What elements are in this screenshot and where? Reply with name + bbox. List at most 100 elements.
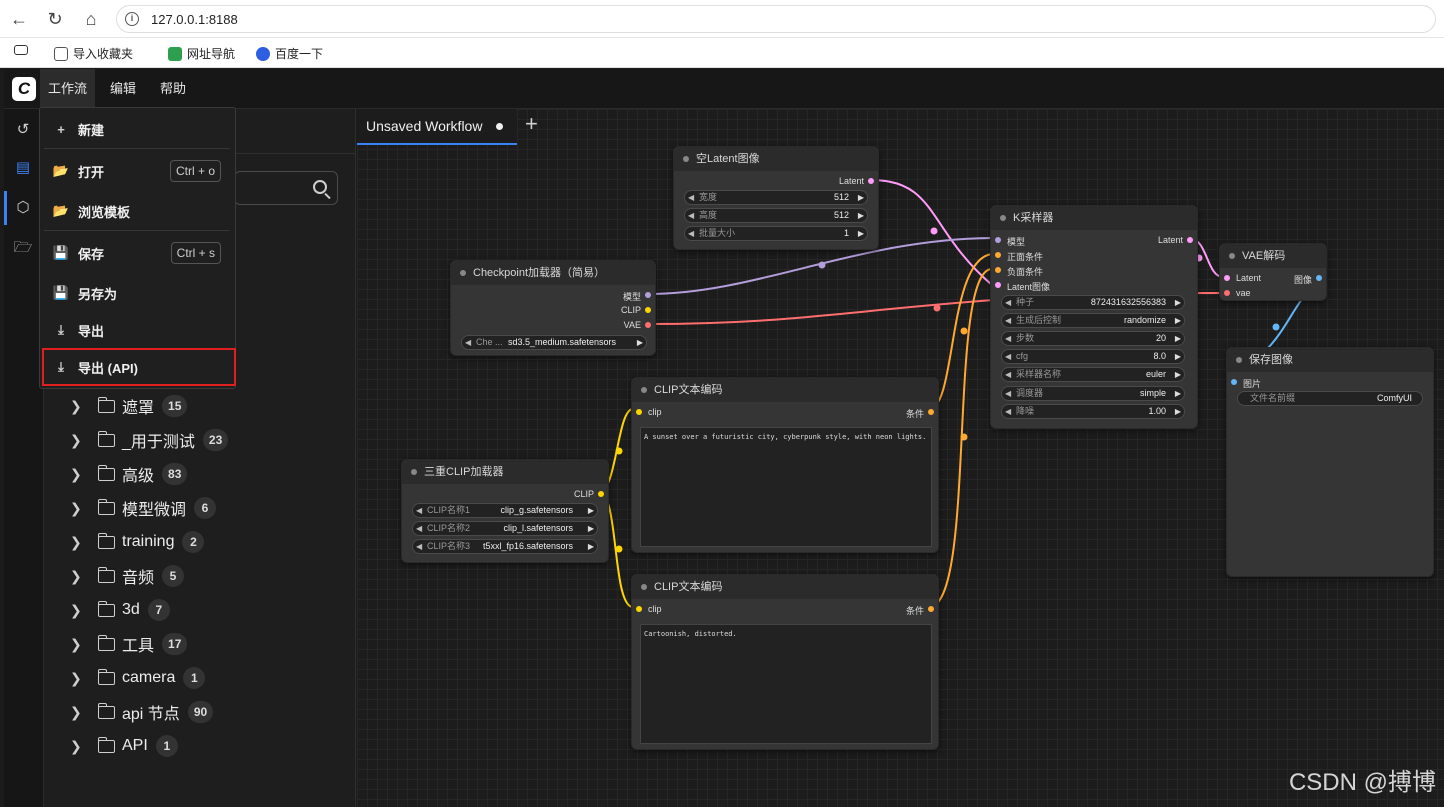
node-clip-text-encode-positive[interactable]: CLIP文本编码 clip 条件 A sunset over a futuris… <box>631 377 939 553</box>
count-badge: 83 <box>162 463 188 485</box>
node-title: K采样器 <box>991 206 1197 230</box>
chevron-right-icon[interactable]: ❯ <box>70 601 82 618</box>
bookmark-import[interactable]: 导入收藏夹 <box>54 45 133 62</box>
address-bar[interactable]: i 127.0.0.1:8188 <box>116 5 1436 33</box>
info-icon[interactable]: i <box>125 12 139 26</box>
chevron-right-icon[interactable]: ❯ <box>70 397 82 414</box>
input-clip-dot[interactable] <box>636 606 642 612</box>
search-input[interactable] <box>234 171 338 205</box>
model-library-icon[interactable]: ⬡ <box>16 199 30 216</box>
node-clip-text-encode-negative[interactable]: CLIP文本编码 clip 条件 Cartoonish, distorted. <box>631 574 939 750</box>
output-latent-dot[interactable] <box>868 178 874 184</box>
menu-save-as[interactable]: 💾另存为 <box>52 285 118 302</box>
menu-workflow[interactable]: 工作流 <box>40 69 96 109</box>
input-latent-dot[interactable] <box>995 282 1001 288</box>
chevron-right-icon[interactable]: ❯ <box>70 635 82 652</box>
prompt-textarea[interactable]: A sunset over a futuristic city, cyberpu… <box>640 427 932 547</box>
search-icon[interactable] <box>313 180 327 194</box>
menu-help[interactable]: 帮助 <box>160 81 187 96</box>
input-negative-dot[interactable] <box>995 267 1001 273</box>
chevron-right-icon[interactable]: ❯ <box>70 567 82 584</box>
download-icon: ⤓ <box>58 359 64 374</box>
node-vae-decode[interactable]: VAE解码 Latent vae 图像 <box>1219 243 1327 301</box>
back-icon[interactable]: ← <box>10 9 28 29</box>
history-icon[interactable]: ↺ <box>16 121 30 138</box>
menu-edit[interactable]: 编辑 <box>110 81 137 96</box>
output-latent-dot[interactable] <box>1187 237 1193 243</box>
folder-label: camera <box>122 669 176 686</box>
shortcut-badge: Ctrl + s <box>170 242 221 264</box>
chevron-right-icon[interactable]: ❯ <box>70 669 82 686</box>
input-clip-dot[interactable] <box>636 409 642 415</box>
output-model-dot[interactable] <box>645 292 651 298</box>
output-conditioning-dot[interactable] <box>928 606 934 612</box>
node-checkpoint-loader[interactable]: Checkpoint加载器（简易） 模型 CLIP VAE ◀Che ...sd… <box>450 260 656 356</box>
tab-search-icon[interactable] <box>14 45 28 55</box>
prompt-textarea[interactable]: Cartoonish, distorted. <box>640 624 932 744</box>
menu-export[interactable]: ⤓导出 <box>40 313 235 347</box>
comfy-logo[interactable]: C <box>12 77 36 101</box>
menu-export-api[interactable]: ⤓导出 (API) <box>40 350 235 384</box>
output-clip-dot[interactable] <box>598 491 604 497</box>
output-vae-dot[interactable] <box>645 322 651 328</box>
chevron-right-icon[interactable]: ❯ <box>70 465 82 482</box>
menu-browse-templates[interactable]: 📂浏览模板 <box>52 203 131 220</box>
chevron-right-icon[interactable]: ❯ <box>70 499 82 516</box>
output-conditioning-dot[interactable] <box>928 409 934 415</box>
reload-icon[interactable]: ↻ <box>47 9 63 29</box>
home-icon[interactable]: ⌂ <box>85 9 97 29</box>
input-positive-dot[interactable] <box>995 252 1001 258</box>
input-model-dot[interactable] <box>995 237 1001 243</box>
input-latent-dot[interactable] <box>1224 275 1230 281</box>
bookmark-nav[interactable]: 网址导航 <box>168 45 235 62</box>
chevron-right-icon[interactable]: ❯ <box>70 703 82 720</box>
input-images-dot[interactable] <box>1231 379 1237 385</box>
tab-unsaved-workflow[interactable]: Unsaved Workflow <box>357 109 517 145</box>
ckpt-name-widget[interactable]: ◀Che ...sd3.5_medium.safetensors▶ <box>461 335 647 350</box>
bookmark-baidu[interactable]: 百度一下 <box>256 45 323 62</box>
workflows-folder-icon[interactable]: 🗁 <box>13 239 33 256</box>
chevron-right-icon[interactable]: ❯ <box>70 533 82 550</box>
add-tab-button[interactable]: + <box>525 111 538 136</box>
menu-new[interactable]: +新建 <box>40 112 235 146</box>
chevron-right-icon[interactable]: ❯ <box>70 431 82 448</box>
output-image-dot[interactable] <box>1316 275 1322 281</box>
chevron-right-icon[interactable]: ❯ <box>70 737 82 754</box>
input-vae-dot[interactable] <box>1224 290 1230 296</box>
link-latent <box>870 179 993 286</box>
node-library-icon[interactable]: ▤ <box>15 159 31 176</box>
output-clip-dot[interactable] <box>645 307 651 313</box>
